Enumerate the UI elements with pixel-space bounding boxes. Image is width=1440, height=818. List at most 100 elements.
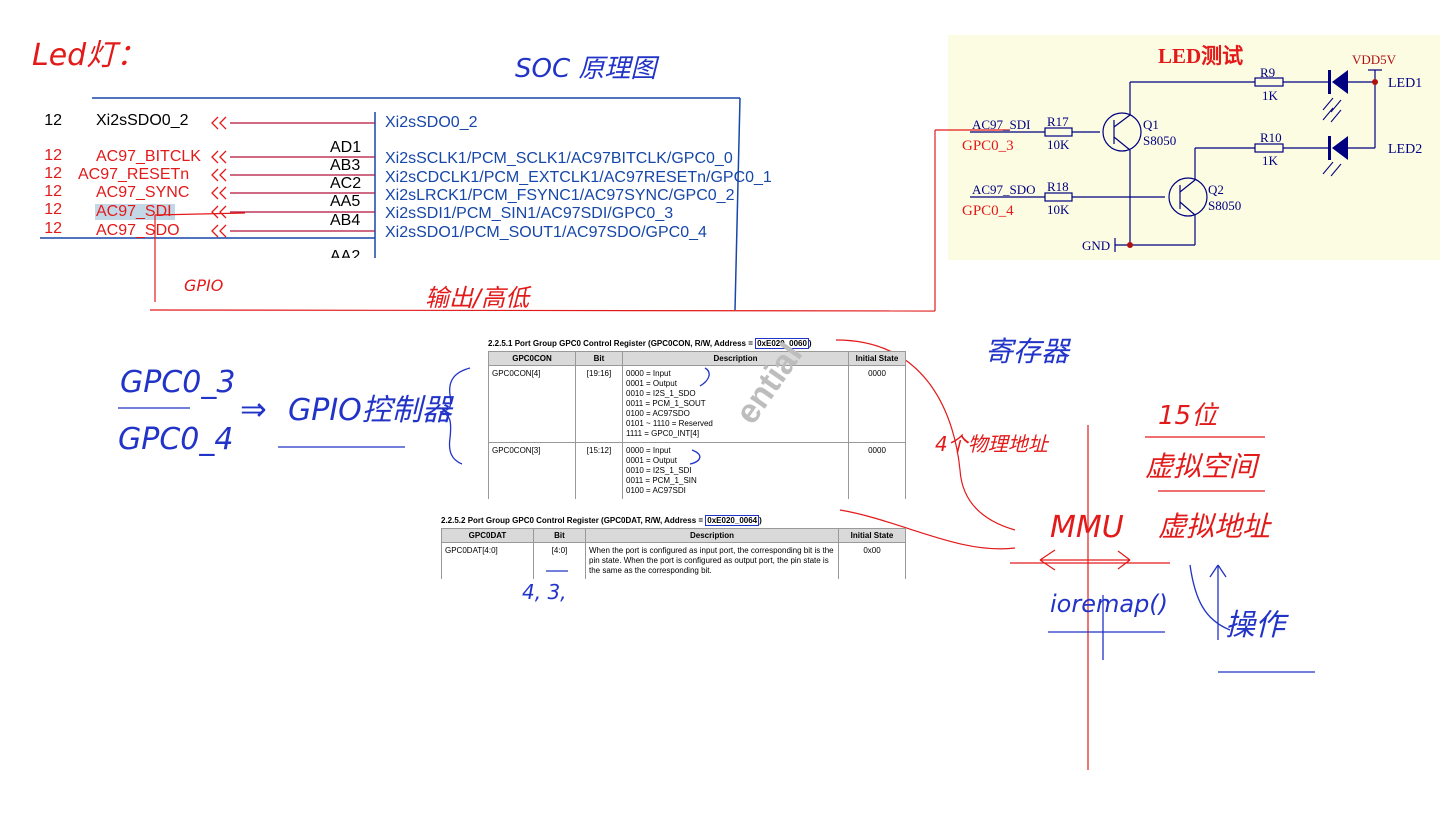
q2-label: Q2 [1208, 182, 1224, 197]
q2-type: S8050 [1208, 198, 1242, 213]
vdd-label: VDD5V [1352, 52, 1397, 67]
encoding: 0011 = PCM_1_SOUT [626, 399, 706, 408]
encoding: 0000 = Input [626, 369, 671, 378]
led-emission-arrows [1322, 97, 1342, 177]
gpc0con-register: 2.2.5.1 Port Group GPC0 Control Register… [488, 336, 906, 499]
gpc0dat-title-prefix: 2.2.5.2 Port Group GPC0 Control Register… [441, 516, 706, 525]
gnd-label: GND [1082, 238, 1111, 253]
pin-number: 12 [44, 183, 62, 200]
column-header: Description [622, 351, 849, 366]
r9-value: 1K [1262, 88, 1278, 103]
column-header: Bit [575, 351, 623, 366]
soc-signal: Xi2sSDO1/PCM_SOUT1/AC97SDO/GPC0_4 [385, 224, 707, 241]
note-operate: 操作 [1225, 608, 1285, 643]
initial-state: 0x00 [838, 542, 906, 579]
register-field: GPC0DAT[4:0] [441, 542, 534, 579]
gpc0con-title-prefix: 2.2.5.1 Port Group GPC0 Control Register… [488, 339, 756, 348]
net-label: Xi2sSDO0_2 [96, 112, 189, 129]
connector-chevrons [211, 116, 227, 238]
encoding: 0010 = I2S_1_SDO [626, 389, 696, 398]
encoding: 0100 = AC97SDO [626, 409, 690, 418]
column-header: Description [585, 528, 839, 543]
gpc0-4-label: GPC0_4 [962, 203, 1014, 219]
ball-label: AD1 [330, 139, 362, 156]
soc-frame [40, 97, 741, 311]
note-15-bit: 15位 [1158, 401, 1218, 431]
gpc0con-title: 2.2.5.1 Port Group GPC0 Control Register… [488, 338, 906, 349]
note-output-high-low: 输出/高低 [425, 284, 530, 312]
soc-signal: Xi2sSDO0_2 [385, 114, 478, 131]
pin-number: 12 [44, 165, 62, 182]
gpc0dat-register: 2.2.5.2 Port Group GPC0 Control Register… [441, 515, 906, 579]
encoding: 0010 = I2S_1_SDI [626, 466, 692, 475]
led-circuit-wires [970, 69, 1382, 252]
bit-range: [4:0] [533, 542, 586, 579]
ball-label: AA2 [330, 248, 361, 258]
note-gpc0-4: GPC0_4 [118, 422, 234, 457]
table-row: GPC0DAT[4:0] [4:0] When the port is conf… [441, 542, 906, 579]
bit-range: [19:16] [575, 365, 623, 443]
register-field: GPC0CON[3] [488, 442, 576, 499]
sdo-net-label: AC97_SDO [972, 182, 1036, 197]
soc-signal: Xi2sSCLK1/PCM_SCLK1/AC97BITCLK/GPC0_0 [385, 150, 733, 167]
r18-label: R18 [1047, 179, 1069, 194]
note-arrow: ⇒ [240, 390, 267, 428]
bit-range: [15:12] [575, 442, 623, 499]
gpc0dat-table: GPC0DAT Bit Description Initial State GP… [441, 528, 906, 579]
encoding: 1111 = GPC0_INT[4] [626, 429, 700, 438]
note-physical-address: 4个物理地址 [935, 432, 1048, 456]
pin-number: 12 [44, 147, 62, 164]
net-label: AC97_RESETn [78, 166, 190, 183]
encoding: 0100 = AC97SDI [626, 486, 686, 495]
ball-label: AB4 [330, 212, 361, 229]
column-header: Initial State [848, 351, 906, 366]
gpc0dat-title-suffix: ) [759, 516, 762, 525]
note-virtual-address: 虚拟地址 [1158, 510, 1271, 543]
gpc0con-address: 0xE020_0060 [755, 338, 809, 349]
net-label: AC97_BITCLK [96, 148, 201, 165]
column-header: Initial State [838, 528, 906, 543]
r10-value: 1K [1262, 153, 1278, 168]
gpc0con-title-suffix: ) [808, 339, 812, 348]
ball-label: AB3 [330, 157, 361, 174]
note-gpio-controller: GPIO控制器 [288, 393, 452, 428]
r17-value: 10K [1047, 137, 1070, 152]
note-virtual-space: 虚拟空间 [1145, 450, 1258, 483]
net-label: AC97_SDI [96, 203, 172, 220]
column-header: GPC0DAT [441, 528, 534, 543]
pin-number: 12 [44, 201, 62, 218]
gpc0dat-address: 0xE020_0064 [705, 515, 760, 526]
gpc0con-table: GPC0CON Bit Description Initial State GP… [488, 351, 906, 499]
register-field: GPC0CON[4] [488, 365, 576, 443]
led1-label: LED1 [1388, 76, 1423, 91]
encoding: 0001 = Output [626, 379, 677, 388]
table-row: GPC0CON[3] [15:12] 0000 = Input 0001 = O… [488, 442, 906, 499]
soc-signal: Xi2sCDCLK1/PCM_EXTCLK1/AC97RESETn/GPC0_1 [385, 169, 772, 186]
r18-value: 10K [1047, 202, 1070, 217]
initial-state: 0000 [848, 442, 906, 499]
encoding: 0000 = Input [626, 446, 671, 455]
initial-state: 0000 [848, 365, 906, 443]
soc-signal: Xi2sLRCK1/PCM_FSYNC1/AC97SYNC/GPC0_2 [385, 187, 735, 204]
note-register: 寄存器 [985, 335, 1070, 368]
note-gpc0-3: GPC0_3 [120, 365, 236, 400]
q1-label: Q1 [1143, 117, 1159, 132]
ball-label: AA5 [330, 193, 361, 210]
table-row: GPC0CON[4] [19:16] 0000 = Input 0001 = O… [488, 365, 906, 443]
led2-label: LED2 [1388, 142, 1423, 157]
pin-number: 12 [44, 220, 62, 237]
note-ioremap: ioremap() [1050, 590, 1169, 618]
column-header: Bit [533, 528, 586, 543]
r9-label: R9 [1260, 65, 1276, 80]
note-gpio: GPIO [184, 276, 224, 295]
description-cell: 0000 = Input 0001 = Output 0010 = I2S_1_… [622, 442, 849, 499]
encoding: 0101 ~ 1110 = Reserved [626, 419, 713, 428]
pin-number: 12 [44, 112, 62, 129]
net-wires [230, 122, 375, 232]
led-circuit-symbols [1127, 70, 1378, 248]
r10-label: R10 [1260, 130, 1282, 145]
q1-type: S8050 [1143, 133, 1177, 148]
encoding: 0001 = Output [626, 456, 677, 465]
description-cell: 0000 = Input 0001 = Output 0010 = I2S_1_… [622, 365, 849, 443]
